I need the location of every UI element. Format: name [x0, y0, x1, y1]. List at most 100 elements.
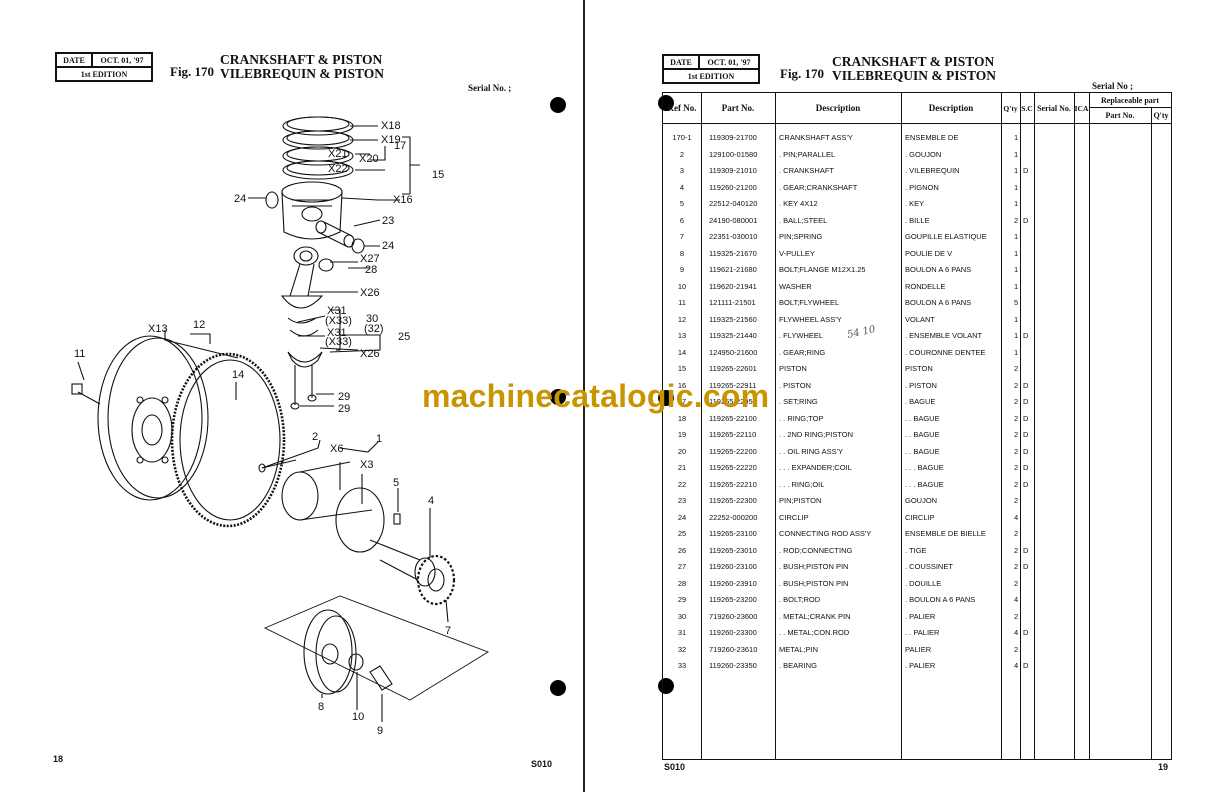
cell-ref: 15 — [677, 364, 687, 373]
cell-part-no: 119325-21560 — [709, 314, 757, 324]
svg-text:24: 24 — [234, 193, 246, 205]
cell-sc: D — [1023, 661, 1029, 670]
cell-part-no: 719260-23610 — [709, 644, 758, 654]
date-box: DATE OCT. 01, '97 1st EDITION — [662, 54, 760, 84]
cell-description-fr: . . . BAGUE — [905, 479, 944, 489]
cell-description-fr: PISTON — [905, 364, 933, 373]
cell-description-en: PIN;PISTON — [779, 496, 822, 505]
svg-text:X19: X19 — [381, 134, 401, 146]
cell-ref: 25 — [677, 529, 687, 538]
binder-hole — [550, 97, 566, 113]
cell-part-no: 719260-23600 — [709, 611, 758, 621]
cell-sc: D — [1023, 380, 1029, 390]
cell-qty: 4 — [1014, 628, 1019, 637]
serial-label: Serial No ; — [1092, 81, 1133, 91]
cell-qty: 1 — [1014, 182, 1019, 192]
col-header-description-en: Description — [775, 93, 902, 124]
column-rule — [1151, 123, 1152, 759]
cell-description-en: . BUSH;PISTON PIN — [779, 562, 849, 571]
cell-ref: 29 — [677, 595, 687, 604]
title-french: VILEBREQUIN & PISTON — [220, 66, 385, 81]
svg-text:X3: X3 — [360, 459, 373, 471]
cell-description-en: METAL;PIN — [779, 644, 819, 654]
cell-description-en: WASHER — [779, 281, 812, 291]
page-number: 18 — [53, 754, 64, 764]
cell-part-no: 119265-22300 — [709, 496, 757, 505]
cell-part-no: 119265-22110 — [709, 430, 757, 439]
cell-sc: D — [1023, 446, 1029, 456]
cell-ref: 30 — [677, 611, 687, 621]
cell-part-no: 119621-21680 — [709, 265, 757, 274]
cell-ref: 11 — [678, 298, 686, 307]
cell-description-en: PIN;SPRING — [779, 232, 823, 241]
cell-qty: 2 — [1014, 479, 1019, 489]
svg-text:X20: X20 — [359, 153, 379, 165]
svg-text:8: 8 — [318, 701, 324, 713]
svg-text:1: 1 — [376, 433, 382, 445]
cell-part-no: 119260-23350 — [709, 661, 757, 670]
cell-part-no: 119265-22911 — [709, 380, 757, 390]
cell-description-fr: . KEY — [905, 199, 925, 208]
cell-description-fr: . PALIER — [905, 611, 936, 621]
cell-qty: 2 — [1014, 413, 1019, 423]
page-code: S010 — [664, 762, 686, 772]
binder-hole — [550, 389, 566, 405]
cell-sc: D — [1023, 545, 1029, 555]
cell-description-fr: . BOULON A 6 PANS — [905, 595, 976, 604]
cell-part-no: 119260-21200 — [709, 182, 757, 192]
cell-description-en: . GEAR;CRANKSHAFT — [779, 182, 858, 192]
col-header-replaceable: Replaceable part — [1089, 93, 1171, 108]
cell-description-en: FLYWHEEL ASS'Y — [779, 314, 842, 324]
cell-sc: D — [1023, 463, 1029, 472]
cell-sc: D — [1023, 562, 1029, 571]
cell-qty: 1 — [1014, 248, 1019, 258]
cell-description-fr: . DOUILLE — [905, 578, 942, 588]
cell-qty: 4 — [1014, 661, 1019, 670]
parts-table: Ref No. Part No. Description Description… — [662, 92, 1172, 760]
cell-description-en: V-PULLEY — [779, 248, 815, 258]
cell-qty: 2 — [1014, 380, 1019, 390]
cell-qty: 2 — [1014, 578, 1019, 588]
cell-description-en: . METAL;CRANK PIN — [779, 611, 851, 621]
cell-description-fr: ENSEMBLE DE — [905, 133, 959, 142]
cell-sc: D — [1023, 479, 1029, 489]
cell-qty: 2 — [1014, 611, 1019, 621]
cell-description-fr: . VILEBREQUIN — [905, 166, 960, 175]
svg-text:X16: X16 — [393, 194, 413, 206]
edition-label: 1st EDITION — [56, 67, 152, 81]
column-rule — [701, 123, 702, 759]
cell-ref: 7 — [679, 232, 685, 241]
cell-part-no: 119265-22050 — [709, 397, 757, 406]
svg-text:X22: X22 — [328, 163, 348, 175]
cell-part-no: 119260-23910 — [709, 578, 757, 588]
cell-ref: 5 — [679, 199, 685, 208]
title-french: VILEBREQUIN & PISTON — [832, 68, 997, 83]
cell-ref: 16 — [677, 380, 687, 390]
svg-text:29: 29 — [338, 403, 350, 415]
cell-description-fr: PALIER — [905, 644, 932, 654]
cell-ref: 22 — [677, 479, 687, 489]
cell-qty: 1 — [1014, 133, 1019, 142]
cell-qty: 1 — [1014, 166, 1019, 175]
right-page: DATE OCT. 01, '97 1st EDITION Fig. 170 C… — [638, 0, 1224, 792]
cell-part-no: 119265-23200 — [709, 595, 757, 604]
cell-description-fr: . BAGUE — [905, 397, 936, 406]
cell-description-fr: RONDELLE — [905, 281, 946, 291]
column-rule — [1034, 123, 1035, 759]
cell-description-fr: GOUPILLE ELASTIQUE — [905, 232, 987, 241]
cell-description-en: BOLT;FLYWHEEL — [779, 298, 840, 307]
col-header-description-fr: Description — [901, 93, 1002, 124]
